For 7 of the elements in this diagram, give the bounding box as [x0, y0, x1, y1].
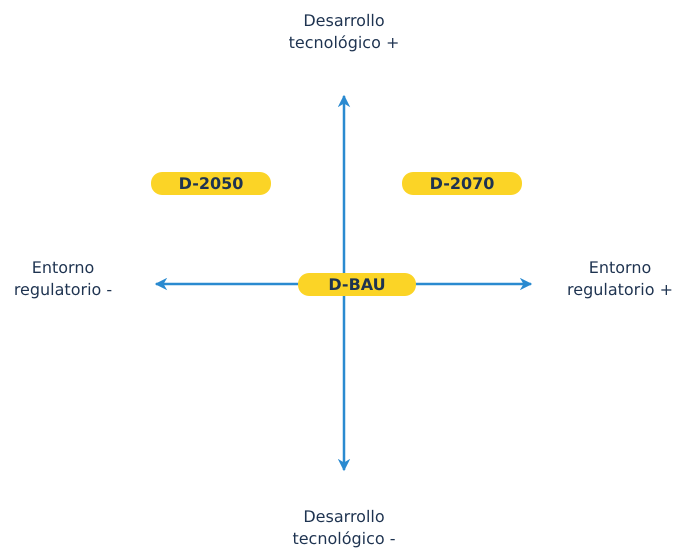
top-axis-label: Desarrollo tecnológico +	[288, 10, 400, 54]
right-axis-label: Entorno regulatorio +	[566, 257, 674, 301]
scenario-pill: D-2070	[402, 172, 522, 195]
bottom-axis-label: Desarrollo tecnológico -	[291, 506, 397, 550]
scenario-pill: D-2050	[151, 172, 271, 195]
scenario-pill: D-BAU	[298, 273, 416, 296]
left-axis-label: Entorno regulatorio -	[12, 257, 114, 301]
